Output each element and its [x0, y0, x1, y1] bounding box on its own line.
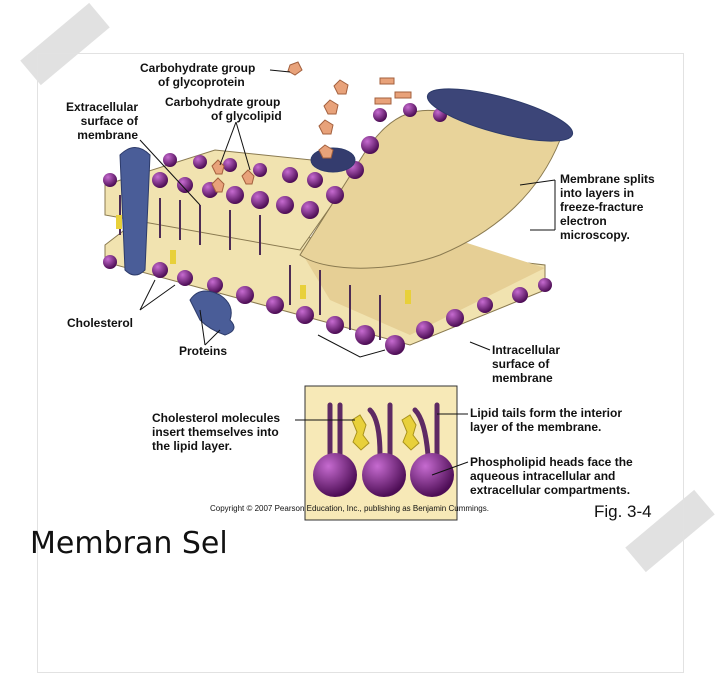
label-cholesterol: Cholesterol [67, 316, 134, 330]
cholesterol-molecules [116, 215, 411, 304]
figure-number: Fig. 3-4 [594, 502, 652, 521]
inset-cholesterol [351, 414, 420, 451]
label-glycoprotein-line1: Carbohydrate group [140, 61, 256, 75]
label-lipid-tails: Lipid tails form the interior layer of t… [470, 406, 623, 434]
inset-tails [327, 402, 440, 458]
label-phospholipid-heads: Phospholipid heads face the aqueous intr… [470, 455, 633, 497]
label-glycolipid: Carbohydrate group of glycolipid [165, 95, 282, 123]
label-proteins: Proteins [179, 344, 228, 358]
label-extracellular: Extracellular surface of membrane [65, 100, 138, 142]
membrane-illustration [103, 61, 574, 521]
label-intracellular: Intracellular surface of membrane [492, 343, 561, 385]
carbohydrate-chains [211, 61, 412, 193]
leader-lines [139, 69, 556, 476]
label-glycolipid-line1: Carbohydrate group [165, 95, 281, 109]
slide-title: Membran Sel [30, 526, 228, 561]
label-glycoprotein: Carbohydrate group of glycoprotein [140, 61, 255, 89]
label-cholesterol-molecules: Cholesterol molecules insert themselves … [152, 411, 281, 453]
label-glycoprotein-line2: of glycoprotein [158, 75, 245, 89]
label-membrane-splits: Membrane splits into layers in freeze-fr… [560, 172, 655, 242]
label-glycolipid-line2: of glycolipid [211, 109, 282, 123]
proteins [119, 88, 574, 336]
copyright-notice: Copyright © 2007 Pearson Education, Inc.… [210, 504, 489, 513]
